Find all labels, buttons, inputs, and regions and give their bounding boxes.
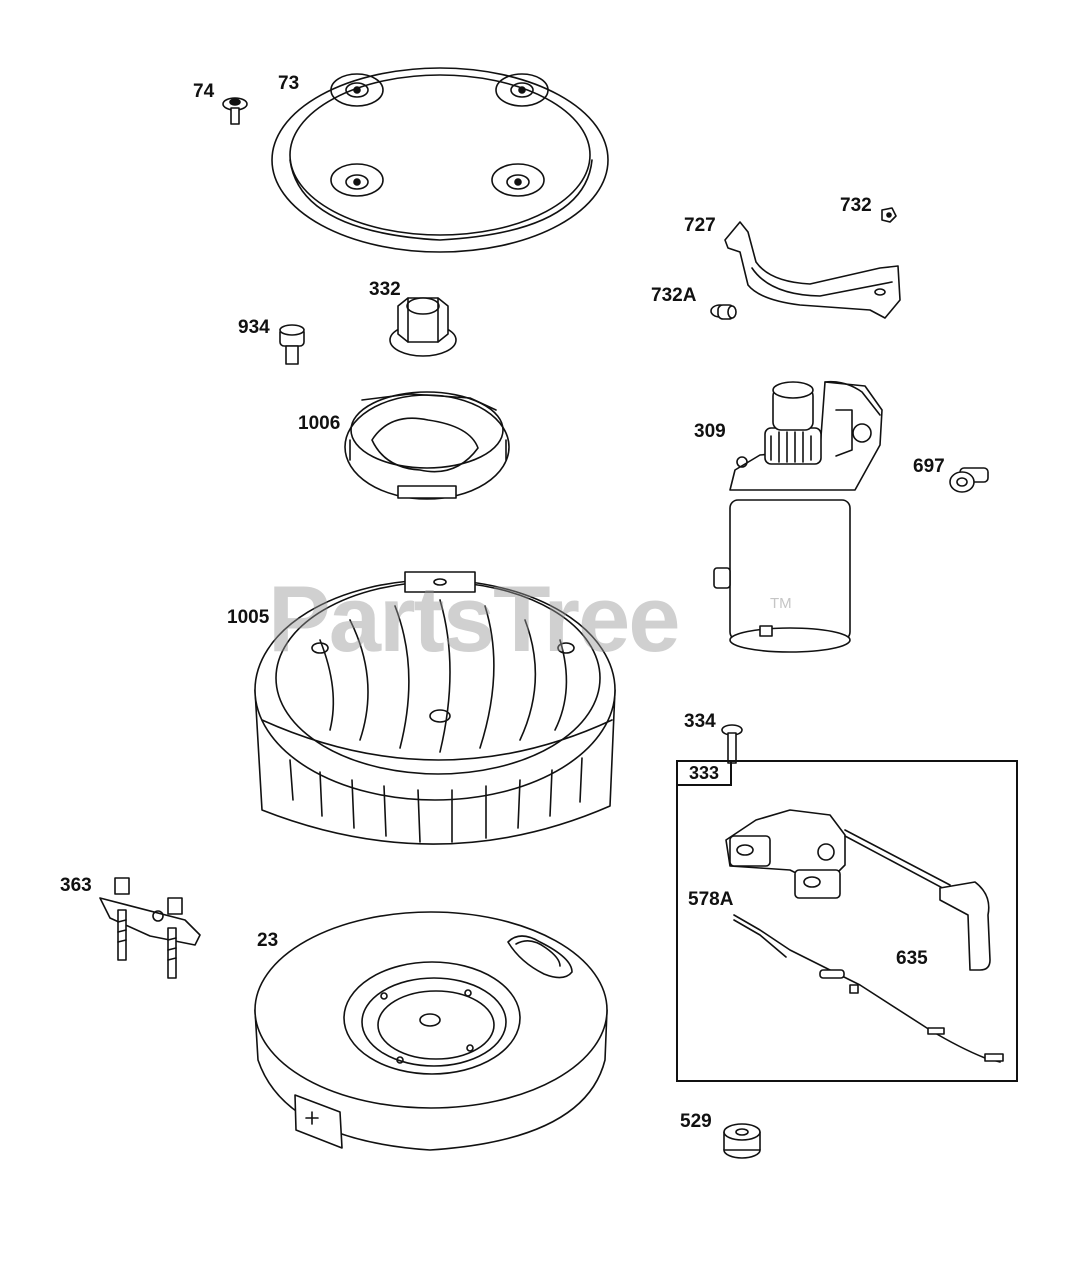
label-334[interactable]: 334: [684, 711, 716, 732]
flywheel-magnet-23-part: [254, 911, 608, 1151]
armature-part: [725, 809, 991, 971]
label-732a[interactable]: 732A: [651, 285, 697, 306]
watermark-text: PartsTree: [268, 566, 681, 671]
nut-732-part: [881, 207, 897, 223]
label-578a[interactable]: 578A: [688, 889, 734, 910]
label-529[interactable]: 529: [680, 1111, 712, 1132]
kit-box: 333: [676, 760, 1018, 1082]
label-934[interactable]: 934: [238, 317, 270, 338]
trademark-mark: TM: [770, 595, 792, 612]
label-309[interactable]: 309: [694, 421, 726, 442]
grommet-529-part: [723, 1123, 761, 1159]
screw-74-part: [222, 97, 248, 125]
screw-334-part: [721, 724, 743, 764]
bolt-732a-part: [710, 304, 737, 320]
flywheel-1005-part: [254, 571, 616, 845]
kit-label: 333: [678, 762, 732, 786]
label-363[interactable]: 363: [60, 875, 92, 896]
flywheel-nut-332-part: [389, 297, 457, 357]
wire-harness-578a-part: [733, 914, 1004, 1063]
bolt-697-part: [949, 467, 989, 493]
screen-1006-part: [344, 391, 510, 500]
cover-plate-part: [271, 67, 609, 253]
bracket-727-part: [724, 221, 901, 319]
label-1006[interactable]: 1006: [298, 413, 341, 434]
label-697[interactable]: 697: [913, 456, 945, 477]
label-727[interactable]: 727: [684, 215, 716, 236]
label-1005[interactable]: 1005: [227, 607, 270, 628]
label-635[interactable]: 635: [896, 948, 928, 969]
starter-motor-309-part: [713, 380, 883, 653]
label-332[interactable]: 332: [369, 279, 401, 300]
label-73[interactable]: 73: [278, 73, 300, 94]
label-74[interactable]: 74: [193, 81, 215, 102]
bracket-363-part: [99, 877, 201, 979]
label-23[interactable]: 23: [257, 930, 279, 951]
bolt-934-part: [279, 324, 305, 365]
label-732[interactable]: 732: [840, 195, 872, 216]
